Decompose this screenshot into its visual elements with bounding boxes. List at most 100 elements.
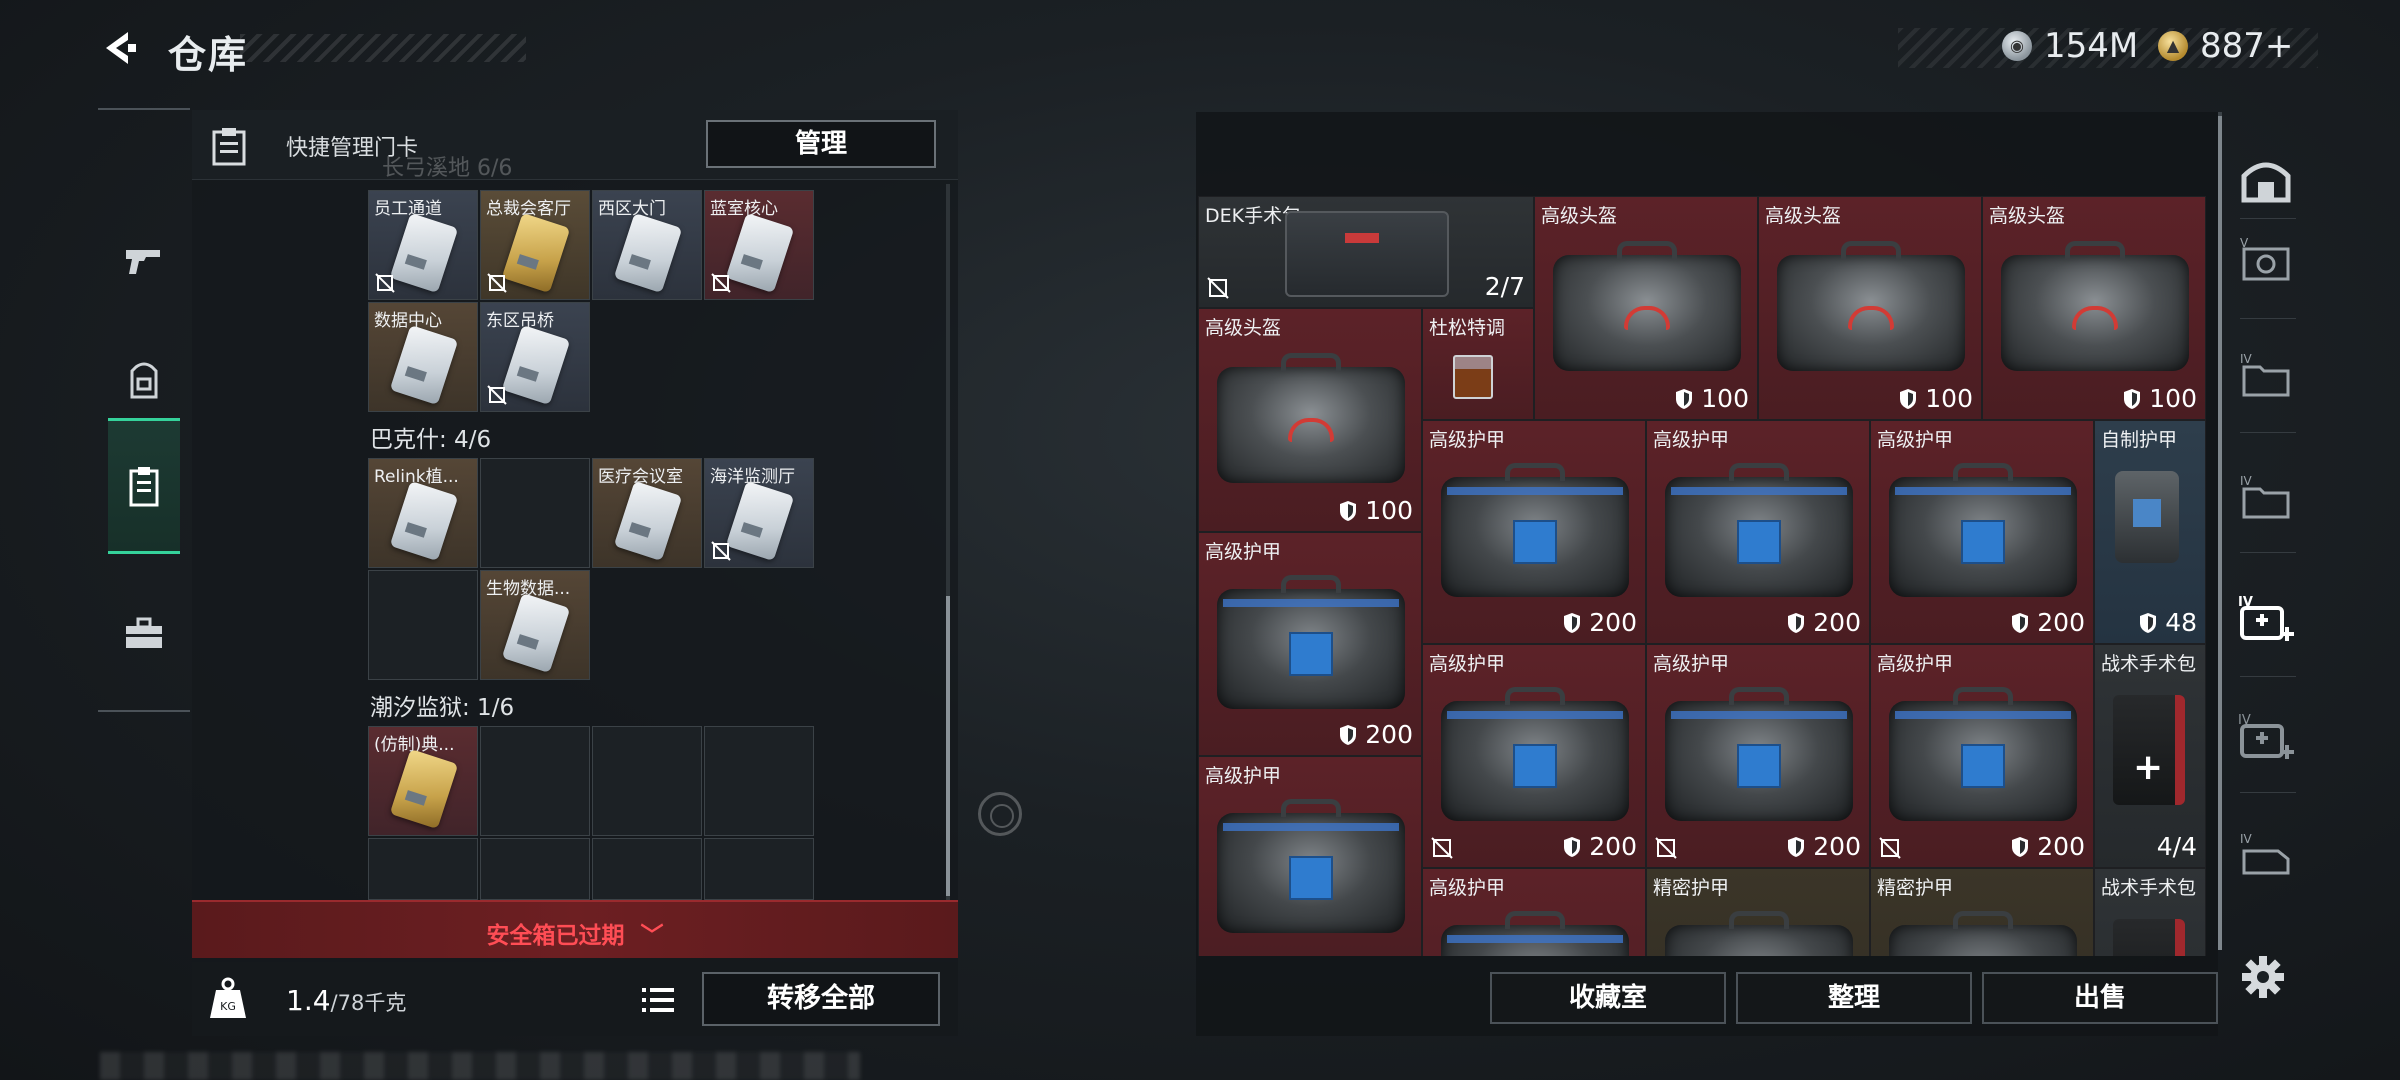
keycard-slot[interactable]: 海洋监测厅 — [704, 458, 814, 568]
currency-silver: ◉ 154M — [2002, 26, 2138, 66]
safe-box-expired-banner[interactable]: 安全箱已过期 ﹀ — [192, 900, 958, 958]
keycard-scrollbar[interactable] — [946, 184, 950, 904]
stash-item-tactical-medkit[interactable]: 战术手术包 4/4 — [2094, 644, 2206, 868]
stash-item-armor[interactable]: 高级护甲 200 — [1422, 420, 1646, 644]
separator — [2240, 792, 2296, 793]
keycard-slot[interactable]: (仿制)典... — [368, 726, 478, 836]
nav-supplies[interactable] — [108, 588, 180, 678]
back-arrow-icon[interactable] — [98, 26, 142, 70]
nav-stash-4-add[interactable]: IV — [2230, 702, 2302, 774]
stash-item-helmet[interactable]: 高级头盔 100 — [1758, 196, 1982, 420]
keycard-slot[interactable]: 西区大门 — [592, 190, 702, 300]
shield-icon — [1340, 500, 1357, 521]
keycard-name: 数据中心 — [374, 311, 442, 331]
armor-image — [1217, 799, 1405, 933]
svg-text:IV: IV — [2240, 832, 2253, 846]
keycard-image — [389, 324, 459, 406]
nav-keycards[interactable] — [108, 418, 180, 554]
item-value: 200 — [1813, 608, 1861, 637]
keycard-slot[interactable]: 员工通道 — [368, 190, 478, 300]
stash-item-armor[interactable]: 高级护甲 200 — [1646, 420, 1870, 644]
nav-stash-5[interactable]: V — [2230, 222, 2302, 294]
stash-item-armor[interactable]: 高级护甲 200 — [1422, 644, 1646, 868]
item-name: 高级头盔 — [1765, 205, 1842, 227]
currency-gold[interactable]: ▲ 887+ — [2158, 26, 2293, 66]
stash-item-armor[interactable]: 高级护甲 200 — [1198, 532, 1422, 756]
item-durability: 100 — [1899, 384, 1973, 413]
empty-keycard-slot[interactable] — [704, 726, 814, 836]
no-insure-icon — [1655, 837, 1677, 859]
section-label-bakesh: 巴克什: 4/6 — [370, 427, 492, 453]
item-durability: 2/7 — [1485, 272, 1525, 301]
keycard-slot[interactable]: 生物数据... — [480, 570, 590, 680]
nav-stash-4a[interactable]: IV — [2230, 338, 2302, 410]
card-case-icon — [212, 128, 246, 166]
collection-room-button[interactable]: 收藏室 — [1490, 972, 1726, 1024]
nav-safe-house[interactable] — [2230, 144, 2302, 216]
item-value: 200 — [1365, 720, 1413, 749]
helmet-image — [1553, 241, 1741, 371]
keycard-name: 生物数据... — [486, 579, 571, 599]
stash-item-armor[interactable]: 高级护甲 200 — [1870, 644, 2094, 868]
sell-button[interactable]: 出售 — [1982, 972, 2218, 1024]
drag-handle-icon[interactable] — [978, 792, 1022, 836]
stash-item-precision-armor[interactable]: 精密护甲 — [1646, 868, 1870, 956]
armor-image — [1889, 463, 2077, 597]
armor-image — [1665, 687, 1853, 821]
stash-item-helmet[interactable]: 高级头盔 100 — [1534, 196, 1758, 420]
keycard-slot[interactable]: 东区吊桥 — [480, 302, 590, 412]
list-icon[interactable] — [638, 982, 678, 1018]
keycard-slot[interactable]: 数据中心 — [368, 302, 478, 412]
item-name: 精密护甲 — [1653, 877, 1730, 899]
empty-keycard-slot[interactable] — [480, 458, 590, 568]
stash-item-dek-medkit[interactable]: DEK手术包 2/7 — [1198, 196, 1534, 308]
empty-keycard-slot[interactable] — [480, 726, 590, 836]
stash-item-precision-armor[interactable]: 精密护甲 — [1870, 868, 2094, 956]
stash-item-armor[interactable]: 高级护甲 — [1198, 756, 1422, 956]
empty-keycard-slot[interactable] — [368, 570, 478, 680]
separator — [2240, 218, 2296, 219]
empty-keycard-slot[interactable] — [704, 838, 814, 900]
empty-keycard-slot[interactable] — [592, 838, 702, 900]
nav-stash-4c[interactable]: IV — [2230, 818, 2302, 890]
manage-button[interactable]: 管理 — [706, 120, 936, 168]
keycard-slot[interactable]: Relink植... — [368, 458, 478, 568]
empty-keycard-slot[interactable] — [592, 726, 702, 836]
stash-scrollbar[interactable] — [2218, 112, 2222, 950]
nav-gear[interactable] — [108, 336, 180, 426]
nav-weapons[interactable] — [108, 216, 180, 306]
stash-item-armor[interactable]: 高级护甲 200 — [1870, 420, 2094, 644]
keycard-scroll-thumb[interactable] — [946, 596, 950, 896]
item-name: 高级护甲 — [1653, 653, 1730, 675]
empty-keycard-slot[interactable] — [480, 838, 590, 900]
clipboard-icon — [129, 467, 159, 507]
nav-stash-4b[interactable]: IV — [2230, 460, 2302, 532]
toolbox-icon — [126, 617, 162, 648]
sort-button[interactable]: 整理 — [1736, 972, 1972, 1024]
stash-item-helmet[interactable]: 高级头盔 100 — [1198, 308, 1422, 532]
nav-stash-4-add-active[interactable]: IV — [2230, 584, 2302, 656]
stash-item-helmet[interactable]: 高级头盔 100 — [1982, 196, 2206, 420]
keycard-image — [501, 592, 571, 674]
empty-keycard-slot[interactable] — [368, 838, 478, 900]
weight-current: 1.4 — [286, 984, 331, 1017]
keycard-slot[interactable]: 蓝室核心 — [704, 190, 814, 300]
stash-item-armor[interactable]: 高级护甲 200 — [1646, 644, 1870, 868]
chevron-down-icon: ﹀ — [640, 923, 664, 949]
stash-item-tactical-medkit[interactable]: 战术手术包 — [2094, 868, 2206, 956]
safe-box-expired-row: 安全箱已过期 ﹀ — [192, 916, 958, 950]
keycard-slot[interactable]: 总裁会客厅 — [480, 190, 590, 300]
item-value: 100 — [2149, 384, 2197, 413]
gear-icon[interactable] — [2240, 954, 2286, 1000]
keycard-image — [725, 480, 795, 562]
item-name: 高级护甲 — [1429, 429, 1506, 451]
page-title: 仓库 — [168, 33, 249, 77]
transfer-all-button[interactable]: 转移全部 — [702, 972, 940, 1026]
stash-scroll-thumb[interactable] — [2218, 116, 2222, 950]
stash-item-armor[interactable]: 高级护甲 — [1422, 868, 1646, 956]
keycard-slot[interactable]: 医疗会议室 — [592, 458, 702, 568]
helmet-image — [1217, 353, 1405, 483]
item-name: DEK手术包 — [1205, 205, 1302, 227]
stash-item-drink[interactable]: 杜松特调 — [1422, 308, 1534, 420]
stash-item-self-armor[interactable]: 自制护甲 48 — [2094, 420, 2206, 644]
